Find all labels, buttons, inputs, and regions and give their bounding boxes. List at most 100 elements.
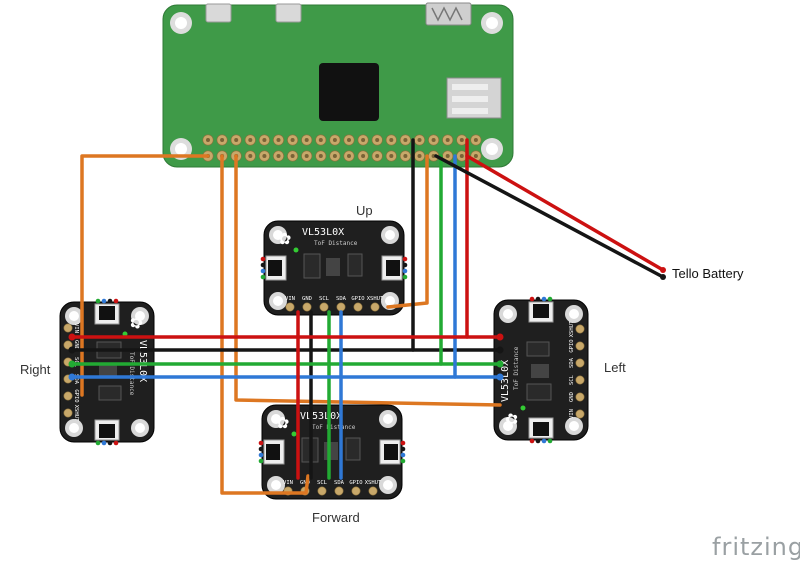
- processor-chip-icon: [319, 63, 379, 121]
- mounting-hole-icon: [379, 476, 397, 494]
- sensor-subtitle: ToF Distance: [513, 346, 520, 390]
- wire-black-battery: [434, 154, 665, 279]
- sensor-pin-label: SCL: [319, 296, 330, 302]
- gpio-pin: [428, 134, 440, 146]
- gpio-pin: [343, 134, 355, 146]
- mounting-hole-icon: [269, 226, 287, 244]
- gpio-pin: [442, 134, 454, 146]
- wires: [70, 138, 665, 495]
- sensor-title: VL53L0X: [302, 227, 344, 238]
- gpio-pin: [456, 134, 468, 146]
- mounting-hole-icon: [269, 292, 287, 310]
- adafruit-logo-icon: ✿: [127, 316, 146, 329]
- mounting-hole-icon: [267, 476, 285, 494]
- mounting-hole-icon: [170, 12, 192, 34]
- adafruit-logo-icon: ✿: [276, 413, 289, 432]
- gpio-pin: [357, 150, 369, 162]
- sensor-pin: SCL: [569, 374, 585, 385]
- sensor-pin-label: GPIO: [569, 339, 575, 352]
- sensor-pin: GND: [569, 392, 585, 402]
- gpio-pin: [202, 134, 214, 146]
- gpio-pin: [258, 150, 270, 162]
- gpio-pin: [230, 134, 242, 146]
- gpio-pin: [258, 134, 270, 146]
- sensor-pin-label: SCL: [569, 374, 575, 385]
- sensor-pin-label: GPIO: [349, 480, 362, 486]
- usb-port-icon: [275, 3, 302, 23]
- sensor-pin-label: SDA: [336, 296, 347, 302]
- mounting-hole-icon: [65, 307, 83, 325]
- gpio-pin: [301, 150, 313, 162]
- gpio-pin: [357, 134, 369, 146]
- wire-junctions: [68, 267, 666, 381]
- mounting-hole-icon: [481, 12, 503, 34]
- gpio-pin: [287, 134, 299, 146]
- gpio-pin: [399, 150, 411, 162]
- sensor-pin-label: VIN: [569, 409, 575, 419]
- sensor-pin: SCL: [317, 480, 328, 496]
- sensor-pin: SDA: [334, 480, 345, 496]
- sensor-subtitle: ToF Distance: [128, 352, 135, 396]
- gpio-pin: [301, 134, 313, 146]
- raspberry-pi-zero-board: [162, 2, 514, 168]
- sensor-pin-label: GND: [302, 296, 312, 302]
- gpio-pin: [315, 134, 327, 146]
- gpio-pin: [470, 134, 482, 146]
- sensor-pin: GPIO: [569, 339, 585, 353]
- mounting-hole-icon: [379, 410, 397, 428]
- gpio-pin: [272, 134, 284, 146]
- mounting-hole-icon: [481, 138, 503, 160]
- wire-orange-right-xshut: [80, 154, 210, 397]
- gpio-pin: [272, 150, 284, 162]
- adafruit-logo-icon: ✿: [278, 229, 291, 248]
- sensor-pin: VIN: [285, 296, 295, 312]
- usb-port-icon: [205, 3, 232, 23]
- label-forward: Forward: [312, 510, 360, 525]
- mounting-hole-icon: [267, 410, 285, 428]
- gpio-pin: [371, 150, 383, 162]
- mounting-hole-icon: [131, 419, 149, 437]
- sensor-pin: VIN: [63, 323, 79, 333]
- sensor-title: VL53L0X: [500, 360, 511, 402]
- mounting-hole-icon: [499, 305, 517, 323]
- sensor-pin-label: GND: [569, 392, 575, 402]
- label-right: Right: [20, 362, 51, 377]
- sensor-pin-label: SCL: [317, 480, 328, 486]
- gpio-pin: [385, 150, 397, 162]
- sensor-pin-label: GPIO: [351, 296, 364, 302]
- sensor-pin: GPIO: [63, 389, 79, 403]
- sensor-title: VL53L0X: [137, 340, 148, 382]
- mounting-hole-icon: [131, 307, 149, 325]
- sensor-pin-label: GND: [300, 480, 310, 486]
- sensor-pin: SCL: [319, 296, 330, 312]
- gpio-pin: [329, 150, 341, 162]
- wire-orange-forward-xshut: [220, 154, 310, 495]
- gpio-pin: [287, 150, 299, 162]
- sensor-pin-label: XSHUT: [367, 296, 384, 302]
- sensor-pin-label: GND: [73, 340, 79, 350]
- sensor-title: VL53L0X: [300, 411, 342, 422]
- sensor-pin: GND: [302, 296, 312, 312]
- gpio-pin: [413, 150, 425, 162]
- wire-red-battery: [465, 154, 665, 272]
- sensor-pin-label: SDA: [73, 374, 79, 385]
- sensor-subtitle: ToF Distance: [312, 424, 356, 431]
- sensor-pin: XSHUT: [365, 480, 382, 496]
- fritzing-watermark: fritzing: [712, 533, 800, 561]
- mini-hdmi-port-icon: [425, 2, 472, 26]
- sensor-pin-label: VIN: [283, 480, 293, 486]
- sensor-pin-label: XSHUT: [569, 320, 575, 337]
- sensor-pin: GPIO: [351, 296, 365, 312]
- sensor-pin-label: SDA: [569, 357, 575, 368]
- label-left: Left: [604, 360, 626, 375]
- gpio-header: [202, 134, 482, 162]
- sensor-pin-label: XSHUT: [73, 405, 79, 422]
- sensor-subtitle: ToF Distance: [314, 240, 358, 247]
- gpio-pin: [244, 150, 256, 162]
- sensor-pin: XSHUT: [569, 320, 585, 337]
- mounting-hole-icon: [499, 417, 517, 435]
